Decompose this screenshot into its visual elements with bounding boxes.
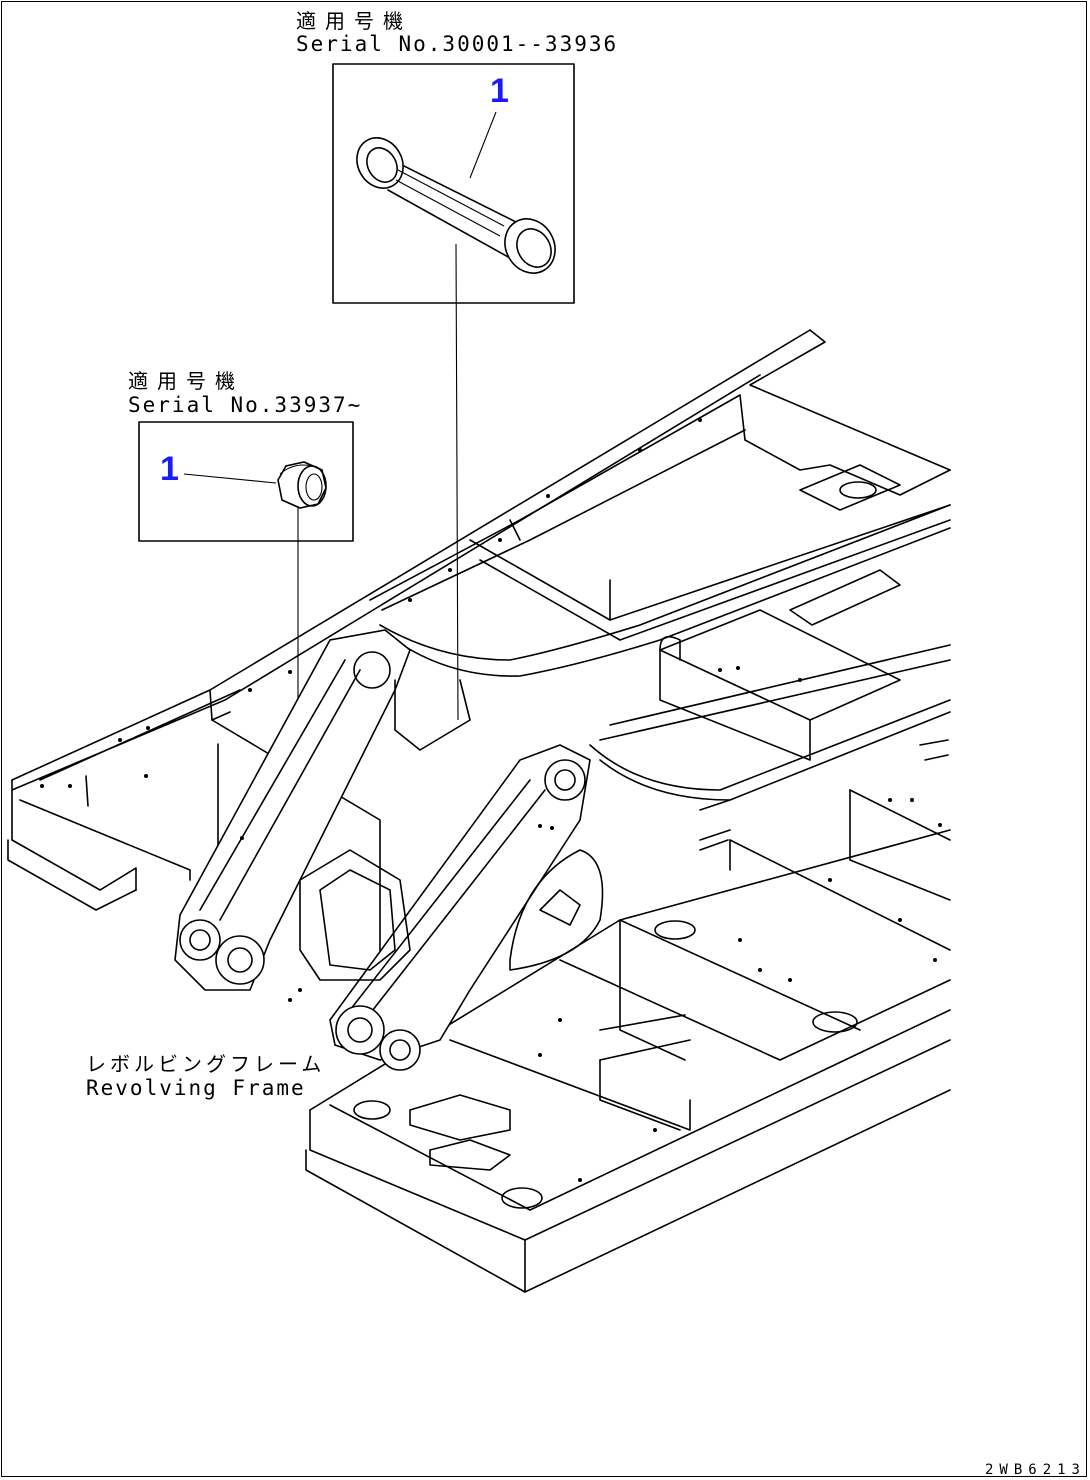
lower-serial-label: Serial No.33937~ (128, 393, 363, 417)
upper-applicable-label: 適用号機 (296, 9, 412, 33)
frame-body (7, 329, 951, 1293)
lower-applicable-label: 適用号機 (128, 369, 244, 393)
upper-detail-leader (455, 243, 459, 721)
upper-detail-box (332, 63, 575, 304)
bushing-part-drawing (277, 461, 327, 509)
assembly-name-en: Revolving Frame (86, 1076, 306, 1100)
lower-callout-number[interactable]: 1 (160, 450, 179, 488)
bolt-holes (40, 418, 942, 1182)
assembly-name-jp: レボルビングフレーム (86, 1052, 326, 1076)
drawing-code: 2WB6213 (984, 1462, 1086, 1478)
upper-callout-leader (469, 111, 497, 179)
upper-callout-number[interactable]: 1 (490, 72, 509, 110)
pin-part-drawing (356, 137, 556, 274)
upper-serial-label: Serial No.30001--33936 (296, 32, 619, 56)
lower-detail-box (138, 421, 354, 542)
lower-callout-leader (183, 473, 277, 484)
